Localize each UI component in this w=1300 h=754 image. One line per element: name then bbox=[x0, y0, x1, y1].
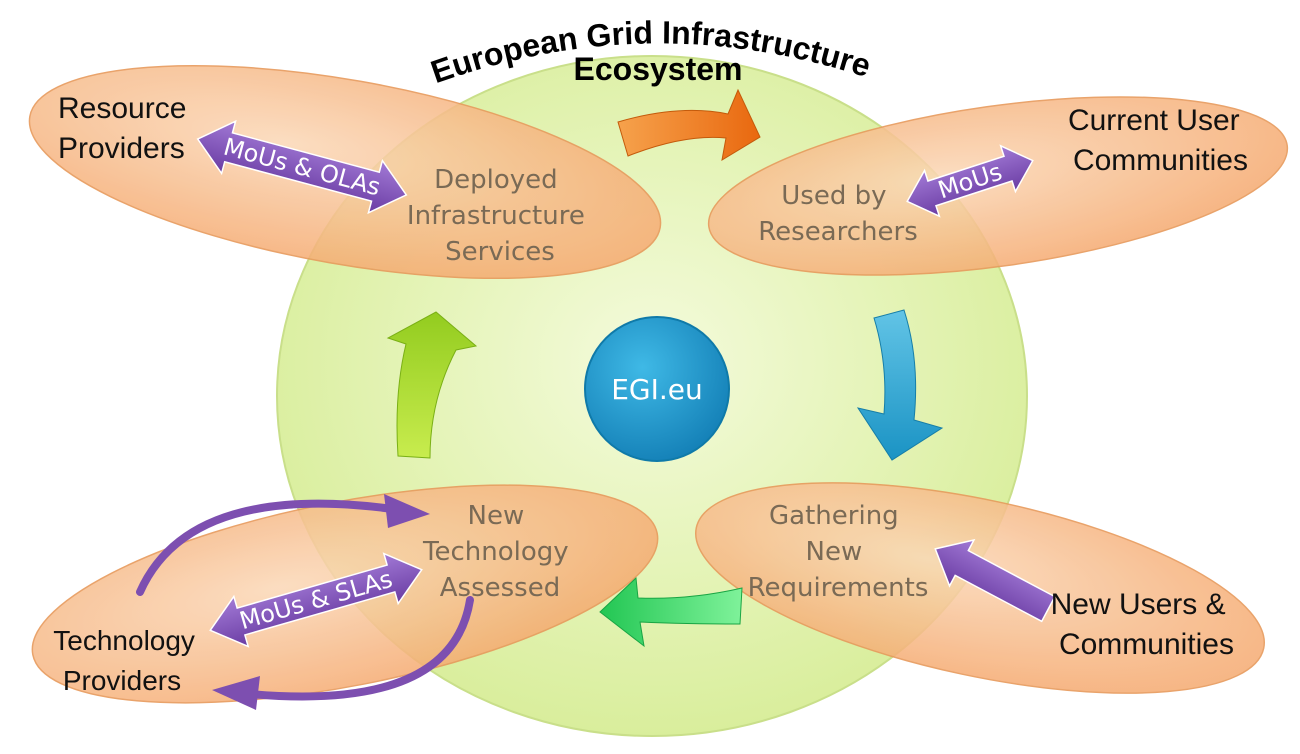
stage-used-by-researchers: Used by Researchers bbox=[758, 181, 918, 247]
curved-arrow-icon-green bbox=[599, 576, 743, 648]
single-arrow-icon-new-users bbox=[934, 538, 1056, 623]
curved-arrow-icon-purple-bottom bbox=[246, 596, 474, 701]
egi-center-circle bbox=[584, 316, 730, 462]
stage-deployed: Deployed Infrastructure Services bbox=[407, 165, 593, 267]
center-label: EGI.eu bbox=[611, 373, 703, 406]
stage-gathering-requirements: Gathering New Requirements bbox=[748, 501, 929, 603]
stage-new-technology: New Technology Assessed bbox=[422, 501, 577, 603]
actor-current-user-communities: Current User Communities bbox=[1068, 104, 1248, 177]
curved-arrow-icon-orange bbox=[617, 88, 761, 162]
curved-arrow-head-top bbox=[384, 494, 430, 528]
diagram-title-line2: Ecosystem bbox=[574, 51, 743, 87]
actor-new-users-communities: New Users & Communities bbox=[1051, 588, 1234, 661]
curved-arrow-head-bottom bbox=[212, 676, 260, 710]
curved-arrow-icon-blue bbox=[856, 309, 944, 461]
actor-resource-providers: Resource Providers bbox=[58, 92, 195, 165]
curved-arrow-icon-yellow bbox=[386, 311, 478, 459]
actor-technology-providers: Technology Providers bbox=[53, 625, 202, 696]
curved-arrow-icon-purple-top bbox=[136, 499, 404, 596]
